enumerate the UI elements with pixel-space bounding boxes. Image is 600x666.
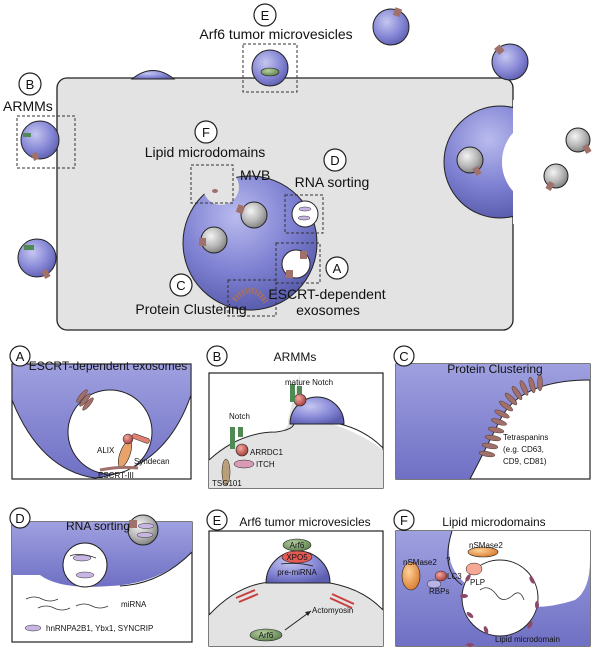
budding-vesicle-top (130, 70, 176, 80)
panel-a-title: ESCRT-dependent exosomes (29, 359, 188, 373)
panel-f: nSMase2 ? nSMase2 LC3 PLP RBPs Lipid mic… (393, 509, 591, 647)
panel-c-letter-circle (393, 345, 415, 367)
panel-e-letter: E (213, 513, 222, 528)
panel-d-title: RNA sorting (66, 519, 130, 533)
overview-escrt-label-line1: ESCRT-dependent (268, 286, 385, 302)
panel-a-letter: A (16, 349, 25, 364)
panel-f-letter: F (400, 513, 408, 528)
free-exosome (565, 127, 592, 154)
panel-e-xpo5: XPO5 (286, 553, 308, 562)
overview: E Arf6 tumor microvesicles B ARMMs MVB F… (3, 3, 592, 331)
panel-c-tetra-1: Tetraspanins (503, 433, 548, 442)
overview-rna-label: RNA sorting (295, 174, 370, 190)
panel-d-letter-circle (9, 507, 31, 529)
label-circle-e (253, 3, 277, 27)
panel-e-actomyosin: Actomyosin (312, 606, 353, 615)
overview-lipid-letter: F (202, 125, 210, 140)
uptake-cavity (443, 100, 590, 224)
panel-f-lc3: LC3 (447, 572, 462, 581)
panel-c-tetra-2: (e.g. CD63, (503, 445, 544, 454)
callout-box-f (190, 164, 234, 204)
overview-lipid-label: Lipid microdomains (145, 144, 266, 160)
overview-protein-letter: C (176, 278, 185, 293)
panel-c-letter: C (399, 349, 408, 364)
tetraspanin-cluster (478, 374, 543, 458)
panel-b-letter-circle (206, 345, 228, 367)
callout-box-c (227, 279, 277, 317)
overview-armms-letter: B (26, 77, 35, 92)
overview-arf6-letter: E (261, 8, 270, 23)
panel-b: mature Notch Notch ARRDC1 ITCH TSG101 B … (206, 345, 384, 489)
overview-escrt-label-line2: exosomes (296, 302, 360, 318)
panel-b-mature-notch: mature Notch (285, 378, 333, 387)
panel-b-title: ARMMs (274, 350, 317, 364)
panel-b-letter: B (213, 349, 222, 364)
free-microvesicle (372, 7, 410, 46)
panel-f-rbps: RBPs (429, 587, 449, 596)
label-circle-b (18, 72, 42, 96)
panel-f-question: ? (446, 556, 451, 565)
overview-rna-letter: D (330, 153, 339, 168)
panel-f-letter-circle (393, 509, 415, 531)
callout-box-e (242, 43, 298, 93)
panel-d-rbp: hnRNPA2B1, Ybx1, SYNCRIP (46, 624, 153, 633)
panel-e-letter-circle (206, 509, 228, 531)
panel-c-title: Protein Clustering (447, 362, 542, 376)
panel-b-itch: ITCH (256, 460, 275, 469)
panel-f-nsmase2-right: nSMase2 (469, 541, 503, 550)
panel-c-tetra-3: CD9, CD81) (503, 457, 547, 466)
panel-e-arf6-bottom: Arf6 (259, 631, 274, 640)
overview-arf6-label: Arf6 tumor microvesicles (199, 26, 352, 42)
panel-b-tsg101: TSG101 (212, 479, 242, 488)
panel-e-title: Arf6 tumor microvesicles (239, 515, 370, 529)
panel-a: A ESCRT-dependent exosomes ALIX Syndecan… (9, 345, 192, 480)
panel-f-title: Lipid microdomains (442, 515, 545, 529)
free-microvesicle (491, 43, 529, 81)
panel-c: Tetraspanins (e.g. CD63, CD9, CD81) C Pr… (393, 345, 591, 480)
free-exosome (543, 163, 569, 191)
panel-a-alix: ALIX (97, 446, 115, 455)
panel-d-letter: D (15, 511, 24, 526)
endocytosed-vesicle (456, 146, 484, 174)
label-circle-a (325, 256, 349, 280)
mvb-label: MVB (240, 167, 270, 183)
panel-e-arf6-top: Arf6 (290, 541, 305, 550)
lipid-microdomain-marks (460, 574, 539, 647)
panel-b-arrdc1: ARRDC1 (250, 448, 283, 457)
panel-a-letter-circle (9, 345, 31, 367)
callout-box-a (275, 242, 321, 284)
panel-d: miRNA hnRNPA2B1, Ybx1, SYNCRIP D RNA sor… (9, 507, 193, 643)
panel-b-notch: Notch (229, 412, 250, 421)
panel-e: Arf6 XPO5 pre-miRNA Actomyosin Arf6 E Ar… (206, 509, 384, 647)
label-circle-c (169, 273, 193, 297)
callout-box-d (284, 194, 324, 234)
panel-f-microdomain: Lipid microdomain (495, 635, 560, 644)
panel-d-mirna: miRNA (121, 600, 147, 609)
escrt-tetraspanin (76, 389, 94, 411)
panel-e-pre-mirna: pre-miRNA (277, 568, 317, 577)
panel-f-plp: PLP (470, 578, 485, 587)
label-circle-d (323, 148, 347, 172)
overview-escrt-letter: A (333, 261, 342, 276)
overview-protein-label: Protein Clustering (135, 301, 246, 317)
panel-a-syndecan: Syndecan (134, 457, 170, 466)
overview-armms-label: ARMMs (3, 98, 53, 114)
panel-f-nsmase2-left: nSMase2 (403, 558, 437, 567)
label-circle-f (194, 120, 218, 144)
actomyosin-fibres (235, 589, 355, 609)
panel-a-escrt3: ESCRT-III (98, 471, 134, 480)
free-microvesicle (17, 238, 57, 279)
